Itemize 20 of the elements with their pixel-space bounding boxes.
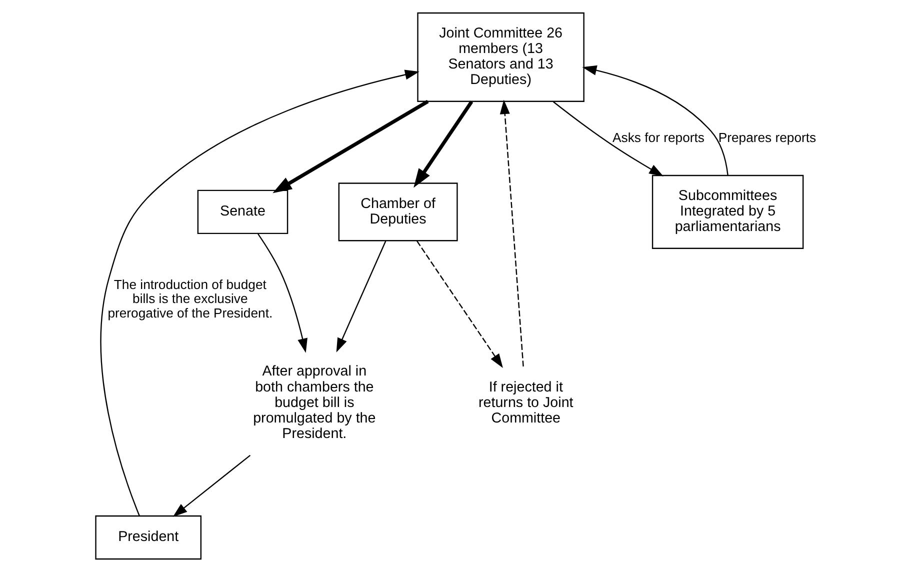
arrow — [582, 65, 728, 176]
arrow — [258, 234, 308, 353]
edge-label: Asks for reports — [612, 130, 704, 145]
arrow — [100, 70, 420, 516]
node-box: Subcommittees Integrated by 5 parliamentarians — [652, 174, 804, 249]
arrow — [172, 454, 251, 517]
node-text: After approval in both chambers the budget bill is promulgated by the President. — [253, 364, 376, 442]
node-text: If rejected it returns to Joint Committee — [478, 379, 574, 426]
node-box: Chamber of Deputies — [338, 182, 458, 242]
edge-label: Prepares reports — [718, 130, 816, 145]
node-box: Senate — [197, 190, 288, 234]
arrow — [272, 100, 429, 194]
node-box: President — [95, 515, 202, 560]
node-box: Joint Committee 26 members (13 Senators and 13 Deputies) — [417, 12, 584, 102]
arrow — [336, 240, 386, 352]
arrow — [500, 100, 524, 366]
arrow — [552, 101, 664, 176]
arrow — [414, 100, 474, 188]
arrow — [416, 240, 503, 368]
edge-label: The introduction of budget bills is the exclusive prerogative of the President. — [108, 276, 273, 320]
